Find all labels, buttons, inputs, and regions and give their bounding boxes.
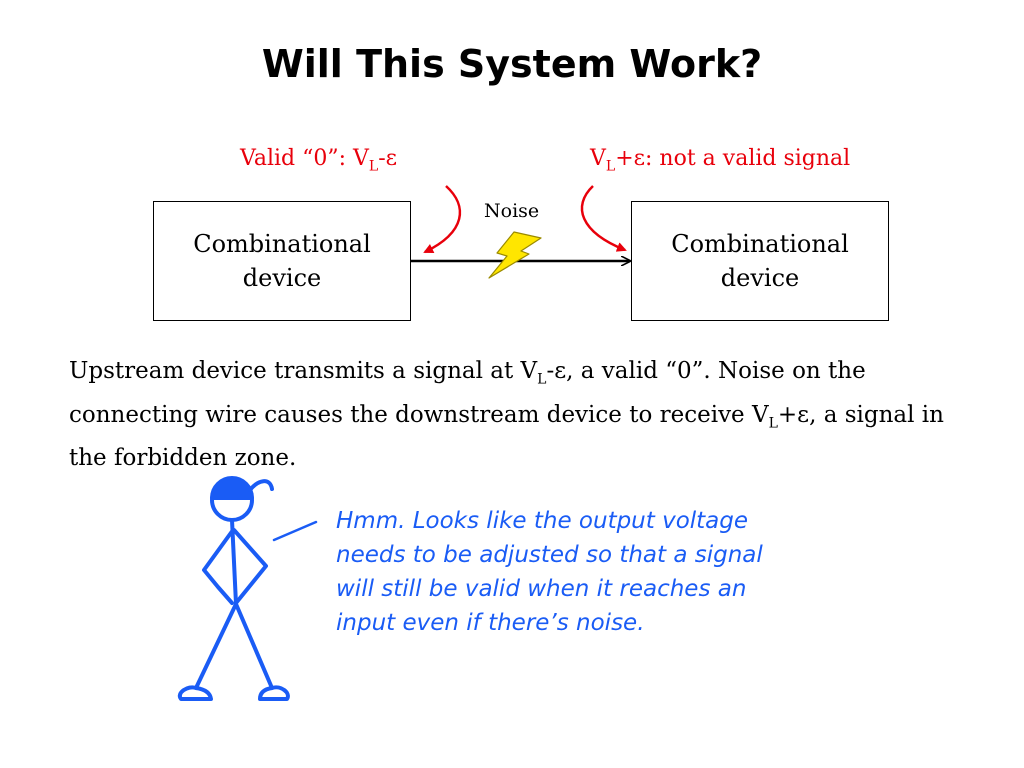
paragraph-part1: Upstream device transmits a signal at V [69,358,538,384]
valid-zero-pointer [423,185,462,254]
paragraph-sub1: L [537,371,547,388]
invalid-signal-label: VL+ε: not a valid signal [590,146,850,174]
invalid-signal-sub: L [605,158,616,175]
speech-line: needs to be adjusted so that a signal [336,542,763,568]
downstream-device-line2: device [720,264,800,292]
valid-zero-label: Valid “0”: VL-ε [240,146,397,174]
explanation-paragraph: Upstream device transmits a signal at VL… [69,354,949,476]
valid-zero-prefix: Valid “0”: V [240,146,369,171]
stick-figure-icon [177,476,318,701]
downstream-device-box: Combinational device [631,201,889,321]
lightning-bolt-icon [488,231,542,279]
invalid-signal-suffix: +ε: not a valid signal [615,146,851,171]
speech-text: Hmm. Looks like the output voltage needs… [336,504,856,640]
speech-line: input even if there’s noise. [336,610,645,636]
downstream-device-line1: Combinational [671,230,849,258]
invalid-signal-pointer [580,185,627,252]
paragraph-part2: -ε, a valid “0”. Noise on the connecting… [69,358,866,428]
upstream-device-text: Combinational device [193,227,371,295]
invalid-signal-prefix: V [590,146,606,171]
valid-zero-sub: L [368,158,379,175]
paragraph-sub2: L [768,415,778,432]
downstream-device-text: Combinational device [671,227,849,295]
speech-line: will still be valid when it reaches an [336,576,747,602]
upstream-device-line2: device [242,264,322,292]
upstream-device-box: Combinational device [153,201,411,321]
valid-zero-suffix: -ε [378,146,398,171]
noise-label: Noise [484,200,540,222]
slide-title: Will This System Work? [261,42,763,86]
speech-line: Hmm. Looks like the output voltage [336,508,749,534]
paragraph-part3: +ε, a signal in the forbidden zone. [69,401,944,472]
upstream-device-line1: Combinational [193,230,371,258]
